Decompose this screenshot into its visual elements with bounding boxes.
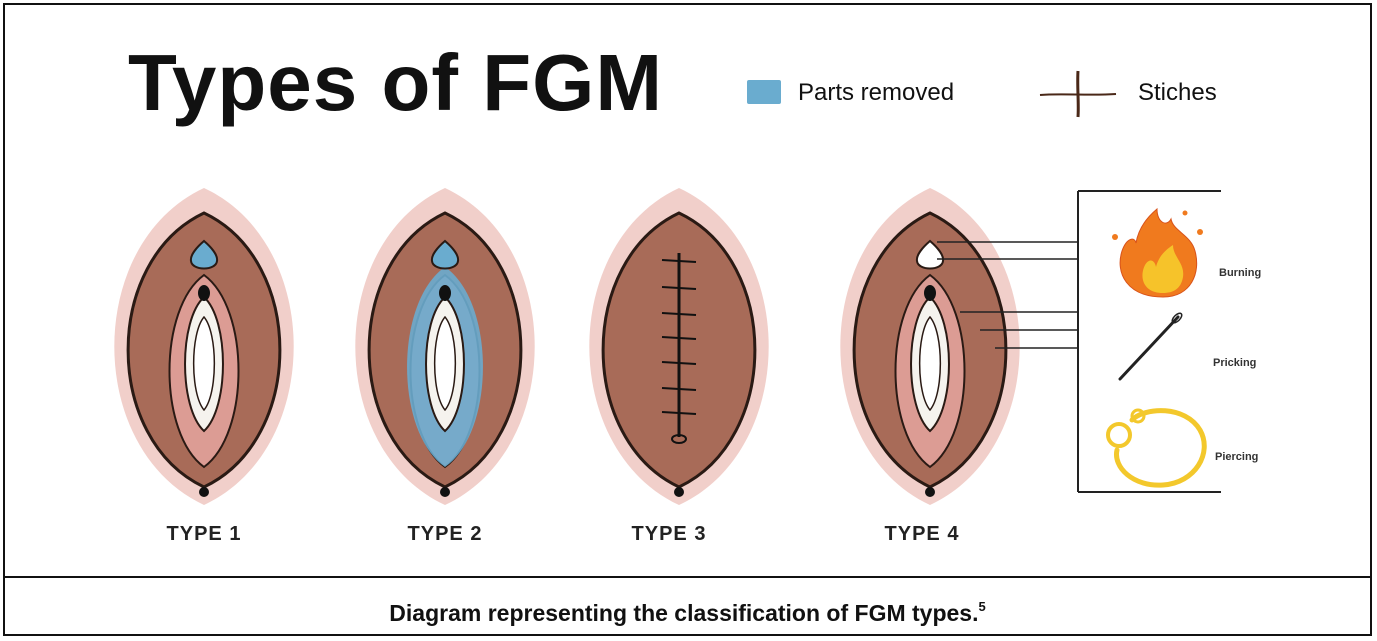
type-label-1: TYPE 1 <box>167 523 242 545</box>
spark <box>1112 234 1118 240</box>
urethra-dot <box>198 285 210 301</box>
vaginal-opening <box>920 317 941 410</box>
type-label-2: TYPE 2 <box>408 523 483 545</box>
bottom-dot <box>674 487 684 497</box>
bottom-dot <box>925 487 935 497</box>
vulva-type-3 <box>589 188 768 505</box>
ring-ball <box>1108 424 1130 446</box>
spark <box>1197 229 1203 235</box>
urethra-dot <box>439 285 451 301</box>
figure-frame: Types of FGM Parts removed Stiches TYPE … <box>3 3 1372 636</box>
vulva-type-2 <box>355 188 534 505</box>
caption-footnote: 5 <box>978 599 985 614</box>
urethra-dot <box>924 285 936 301</box>
vaginal-opening <box>194 317 215 410</box>
needle-icon <box>1120 312 1183 379</box>
fgm-types-diagram: TYPE 1 TYPE 2 TYPE 3 TYPE 4 BurningPrickingP… <box>5 5 1377 576</box>
method-label-burning: Burning <box>1219 267 1261 279</box>
type-label-3: TYPE 3 <box>632 523 707 545</box>
method-label-pricking: Pricking <box>1213 357 1256 369</box>
figure-caption: Diagram representing the classification … <box>5 602 1370 625</box>
ring-arc <box>1116 411 1204 486</box>
fire-icon <box>1112 209 1203 297</box>
method-label-piercing: Piercing <box>1215 451 1258 463</box>
vulva-type-4 <box>840 188 1019 505</box>
caption-divider <box>5 576 1370 578</box>
needle-shaft <box>1120 317 1178 379</box>
bottom-dot <box>199 487 209 497</box>
spark <box>1183 211 1188 216</box>
bottom-dot <box>440 487 450 497</box>
vulva-type-1 <box>114 188 293 505</box>
vaginal-opening <box>435 317 456 410</box>
caption-text: Diagram representing the classification … <box>389 600 978 626</box>
ring-icon <box>1108 410 1204 485</box>
type-label-4: TYPE 4 <box>885 523 960 545</box>
